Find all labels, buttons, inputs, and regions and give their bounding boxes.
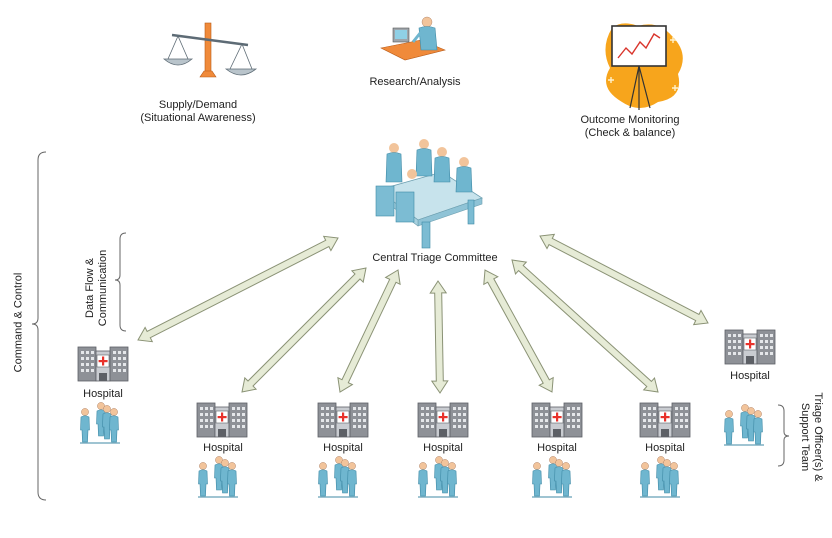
bidirectional-arrow-2 bbox=[241, 267, 367, 393]
triage-team-icon bbox=[724, 404, 764, 445]
central-triage-committee-label: Central Triage Committee bbox=[372, 252, 498, 264]
bidirectional-arrow-4 bbox=[429, 280, 449, 394]
microscope-researcher-icon bbox=[380, 16, 446, 61]
triage-team-icon bbox=[532, 456, 572, 497]
command-control-bracket bbox=[31, 151, 47, 501]
triage-team-icon bbox=[640, 456, 680, 497]
hospital-building-icon bbox=[196, 402, 248, 438]
hospital-label: Hospital bbox=[83, 388, 123, 400]
triage-team-icon bbox=[318, 456, 358, 497]
hospital-label: Hospital bbox=[645, 442, 685, 454]
bidirectional-arrow-7 bbox=[539, 233, 709, 326]
triage-team-icon bbox=[80, 402, 120, 443]
hospital-label: Hospital bbox=[323, 442, 363, 454]
hospital-label: Hospital bbox=[203, 442, 243, 454]
research-analysis-label: Research/Analysis bbox=[369, 76, 461, 88]
supply-demand-label: Supply/Demand (Situational Awareness) bbox=[140, 99, 256, 124]
scale-icon bbox=[162, 22, 258, 78]
hospital-building-icon bbox=[531, 402, 583, 438]
triage-team-bracket bbox=[777, 404, 790, 467]
hospital-label: Hospital bbox=[423, 442, 463, 454]
bidirectional-arrow-5 bbox=[483, 269, 554, 393]
hospital-label: Hospital bbox=[537, 442, 577, 454]
outcome-monitoring-label: Outcome Monitoring (Check & balance) bbox=[580, 114, 680, 139]
bidirectional-arrow-3 bbox=[337, 269, 401, 393]
command-control-label: Command & Control bbox=[12, 272, 25, 373]
hospital-building-icon bbox=[77, 346, 129, 382]
outcome-chart-icon bbox=[605, 23, 683, 110]
triage-officers-label: Triage Officer(s) & Support Team bbox=[799, 392, 824, 482]
hospital-building-icon bbox=[639, 402, 691, 438]
committee-meeting-icon bbox=[375, 139, 483, 249]
data-flow-label: Data Flow & Communication bbox=[84, 249, 109, 327]
hospital-building-icon bbox=[417, 402, 469, 438]
triage-team-icon bbox=[418, 456, 458, 497]
hospital-label: Hospital bbox=[730, 370, 770, 382]
bidirectional-arrow-6 bbox=[511, 259, 659, 393]
hospital-building-icon bbox=[317, 402, 369, 438]
bidirectional-arrow-1 bbox=[137, 235, 339, 343]
hospital-building-icon bbox=[724, 329, 776, 365]
data-flow-bracket bbox=[114, 232, 127, 332]
triage-team-icon bbox=[198, 456, 238, 497]
